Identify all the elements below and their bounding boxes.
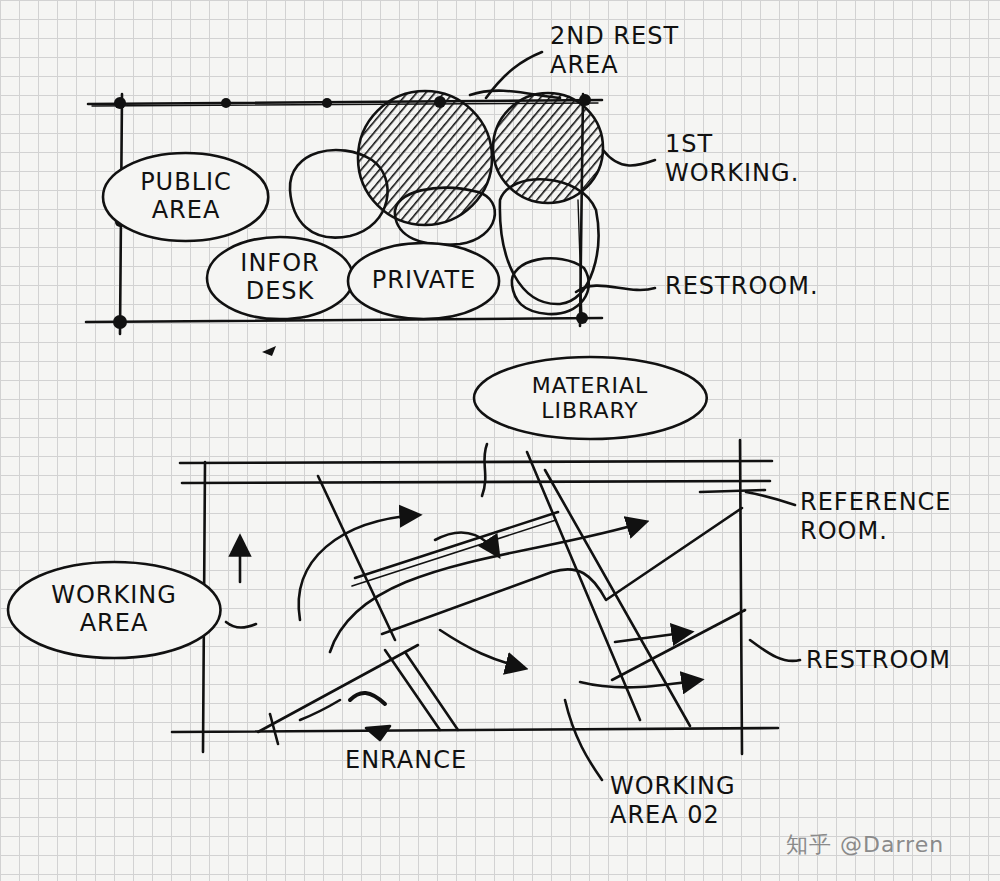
zone-label: RESTROOM. bbox=[665, 272, 819, 301]
zone-label: 1ST WORKING. bbox=[665, 130, 840, 188]
zone-label: ENRANCE bbox=[345, 746, 467, 775]
zone-label: 2ND REST AREA bbox=[550, 22, 725, 80]
area-label: PRIVATE bbox=[372, 267, 477, 295]
area-label: PUBLIC AREA bbox=[129, 169, 244, 224]
area-bubble: PRIVATE bbox=[346, 241, 501, 321]
zone-label: REFERENCE ROOM. bbox=[800, 488, 995, 546]
watermark: 知乎 @Darren bbox=[786, 832, 944, 858]
area-bubble: PUBLIC AREA bbox=[101, 151, 270, 243]
zone-label: RESTROOM bbox=[806, 646, 951, 675]
area-bubble: WORKING AREA bbox=[6, 560, 223, 660]
area-bubble: INFOR DESK bbox=[205, 235, 355, 321]
area-label: INFOR DESK bbox=[230, 250, 330, 305]
area-bubble: MATERIAL LIBRARY bbox=[472, 355, 709, 441]
area-label: WORKING AREA bbox=[39, 582, 189, 637]
area-label: MATERIAL LIBRARY bbox=[508, 373, 673, 424]
zone-label: WORKING AREA 02 bbox=[610, 772, 795, 830]
